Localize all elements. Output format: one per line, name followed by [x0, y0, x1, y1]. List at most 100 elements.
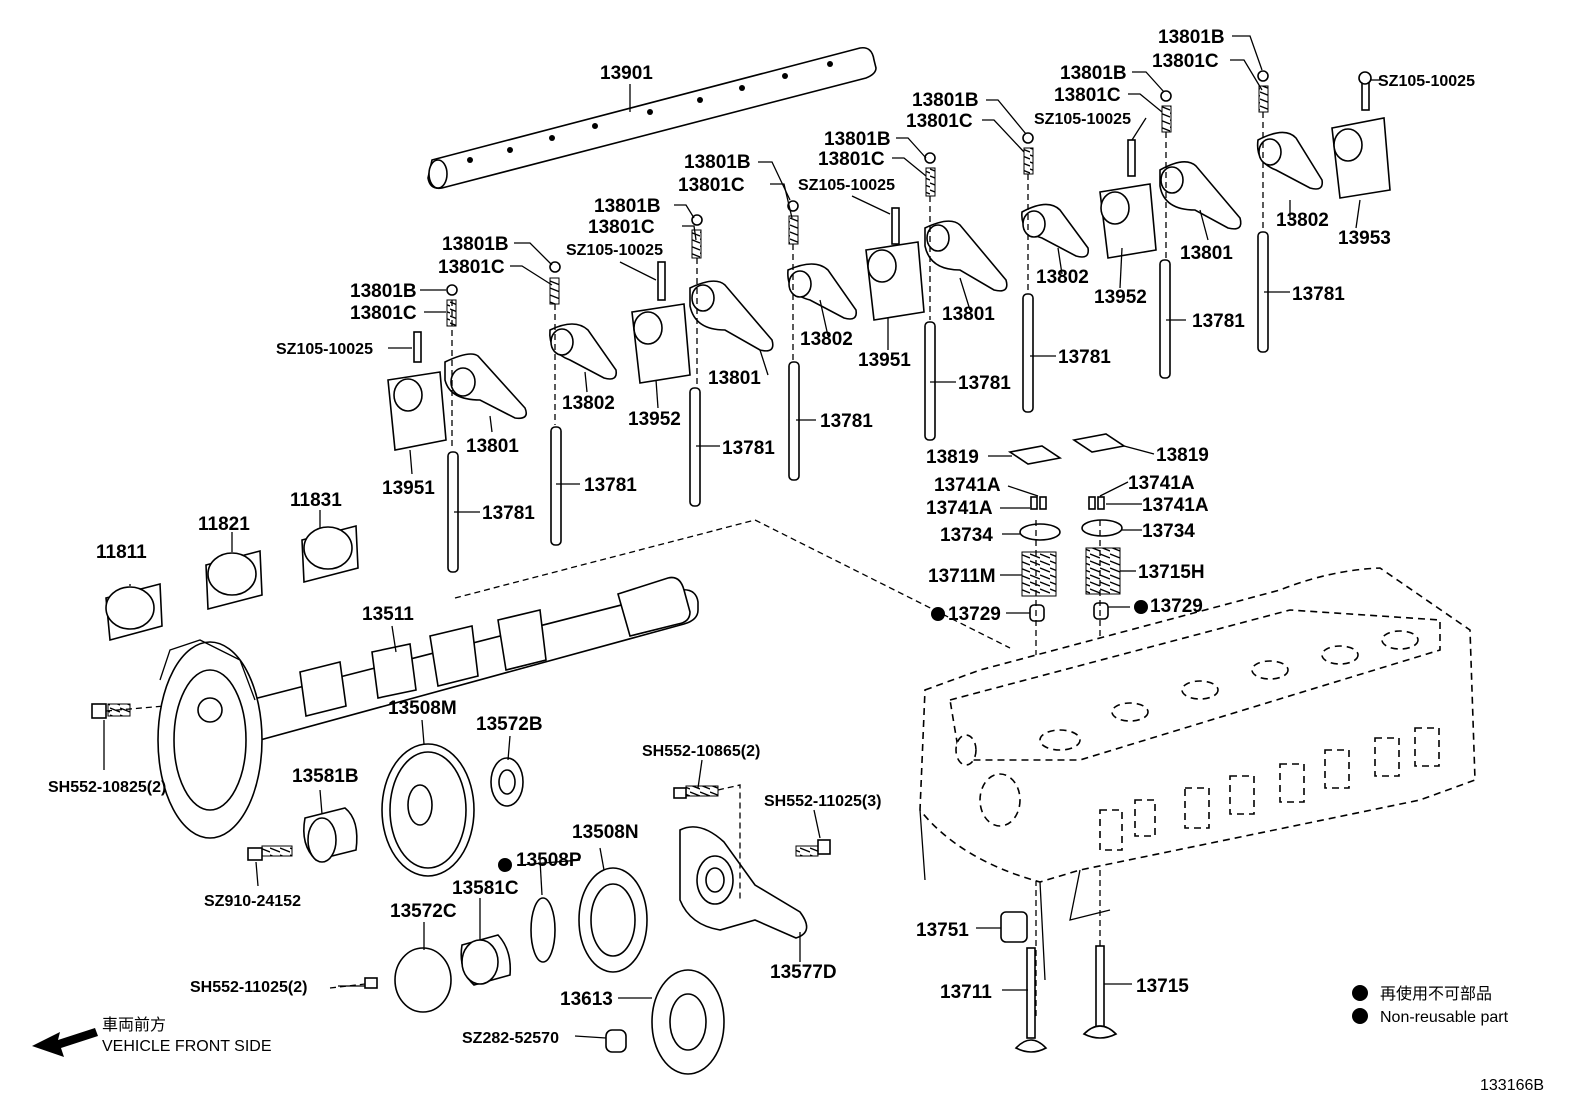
label-13802-8: 13802 [1276, 210, 1329, 231]
label-13901: 13901 [600, 63, 653, 84]
label-13781-2: 13781 [584, 475, 637, 496]
label-13781-5: 13781 [958, 373, 1011, 394]
non-reusable-dot-icon [1352, 985, 1368, 1001]
rocker-assembly-5 [865, 152, 1008, 441]
label-13711M: 13711M [928, 566, 996, 587]
label-13801C-4: 13801C [678, 175, 745, 196]
label-sz105-8: SZ105-10025 [1378, 73, 1475, 90]
label-13801C-6: 13801C [906, 111, 973, 132]
label-13581C: 13581C [452, 878, 519, 899]
label-13781-7: 13781 [1192, 311, 1245, 332]
label-13801B-3: 13801B [594, 196, 661, 217]
non-reusable-dot-icon [1352, 1008, 1368, 1024]
label-13581B: 13581B [292, 766, 359, 787]
label-sh552-10865: SH552-10865(2) [642, 743, 760, 760]
part-labels: 13901 13801B 13801C SZ105-10025 13801B 1… [48, 27, 1475, 1047]
label-13819-left: 13819 [926, 447, 979, 468]
label-13801B-5: 13801B [824, 129, 891, 150]
label-13751: 13751 [916, 920, 969, 941]
label-13572C: 13572C [390, 901, 457, 922]
label-13711: 13711 [940, 982, 992, 1003]
label-13741A-2: 13741A [1128, 473, 1195, 494]
vehicle-front-jp: 車両前方 [102, 1016, 166, 1034]
label-13801-3: 13801 [708, 368, 761, 389]
label-13729-left: 13729 [948, 604, 1001, 625]
camshaft [91, 576, 699, 839]
rocker-assembly-8 [1256, 70, 1391, 353]
label-13802-6: 13802 [1036, 267, 1089, 288]
label-11811: 11811 [96, 542, 147, 563]
label-13801-5: 13801 [942, 304, 995, 325]
label-13577D: 13577D [770, 962, 837, 983]
label-13802-2: 13802 [562, 393, 615, 414]
label-11831: 11831 [290, 490, 342, 511]
label-13801C-7: 13801C [1054, 85, 1121, 106]
diagram-id: 133166B [1480, 1077, 1544, 1094]
label-13802-4: 13802 [800, 329, 853, 350]
label-13951-1: 13951 [382, 478, 435, 499]
label-13801B-6: 13801B [912, 90, 979, 111]
label-13781-4: 13781 [820, 411, 873, 432]
rocker-assembly-7 [1099, 90, 1242, 379]
gears [247, 743, 725, 1075]
label-13801C-3: 13801C [588, 217, 655, 238]
label-13508P: 13508P [516, 850, 582, 871]
label-sz105-5: SZ105-10025 [798, 177, 895, 194]
label-13729-right: 13729 [1150, 596, 1203, 617]
label-13801B-4: 13801B [684, 152, 751, 173]
label-13508M: 13508M [388, 698, 457, 719]
label-13952-7: 13952 [1094, 287, 1147, 308]
label-13801C-8: 13801C [1152, 51, 1219, 72]
vehicle-front-en: VEHICLE FRONT SIDE [102, 1038, 272, 1055]
label-13801B-8: 13801B [1158, 27, 1225, 48]
label-11821: 11821 [198, 514, 250, 535]
rocker-assembly-4 [787, 200, 858, 481]
rocker-shaft [427, 46, 877, 190]
legend-jp: 再使用不可部品 [1380, 985, 1492, 1003]
camshaft-bearings [105, 524, 359, 642]
label-13572B: 13572B [476, 714, 543, 735]
label-13801-1: 13801 [466, 436, 519, 457]
label-13715H: 13715H [1138, 562, 1205, 583]
gear-bracket [673, 784, 831, 939]
label-13951-5: 13951 [858, 350, 911, 371]
label-13734-right: 13734 [1142, 521, 1195, 542]
rocker-assembly-1 [387, 284, 528, 573]
label-sz282-52570: SZ282-52570 [462, 1030, 559, 1047]
rocker-assembly-6 [1021, 132, 1090, 413]
label-13953: 13953 [1338, 228, 1391, 249]
rocker-assembly-2 [549, 261, 618, 546]
label-13715: 13715 [1136, 976, 1189, 997]
legend: 再使用不可部品 Non-reusable part [1352, 985, 1509, 1026]
label-13801B-1: 13801B [350, 281, 417, 302]
guide-line [454, 519, 1011, 649]
rocker-assembly-3 [631, 214, 774, 507]
label-sh552-10825: SH552-10825(2) [48, 779, 166, 796]
label-13801-7: 13801 [1180, 243, 1233, 264]
leader-lines [103, 35, 1380, 1039]
label-13781-3: 13781 [722, 438, 775, 459]
label-13781-6: 13781 [1058, 347, 1111, 368]
label-sz105-3: SZ105-10025 [566, 242, 663, 259]
label-13952-3: 13952 [628, 409, 681, 430]
label-13801B-2: 13801B [442, 234, 509, 255]
label-sh552-11025-2: SH552-11025(2) [190, 979, 307, 996]
vehicle-front-indicator: 車両前方 VEHICLE FRONT SIDE [32, 1016, 272, 1057]
label-sh552-11025-3: SH552-11025(3) [764, 793, 881, 810]
arrow-left-icon [32, 1028, 98, 1057]
label-sz105-1: SZ105-10025 [276, 341, 373, 358]
label-13741A-4: 13741A [1142, 495, 1209, 516]
label-13511: 13511 [362, 604, 414, 625]
label-13801C-2: 13801C [438, 257, 505, 278]
label-13741A-1: 13741A [934, 475, 1001, 496]
label-sz910-24152: SZ910-24152 [204, 893, 301, 910]
label-13801C-1: 13801C [350, 303, 417, 324]
label-13741A-3: 13741A [926, 498, 993, 519]
label-13781-1: 13781 [482, 503, 535, 524]
label-13819-right: 13819 [1156, 445, 1209, 466]
label-13734-left: 13734 [940, 525, 993, 546]
label-13508N: 13508N [572, 822, 639, 843]
label-13801C-5: 13801C [818, 149, 885, 170]
